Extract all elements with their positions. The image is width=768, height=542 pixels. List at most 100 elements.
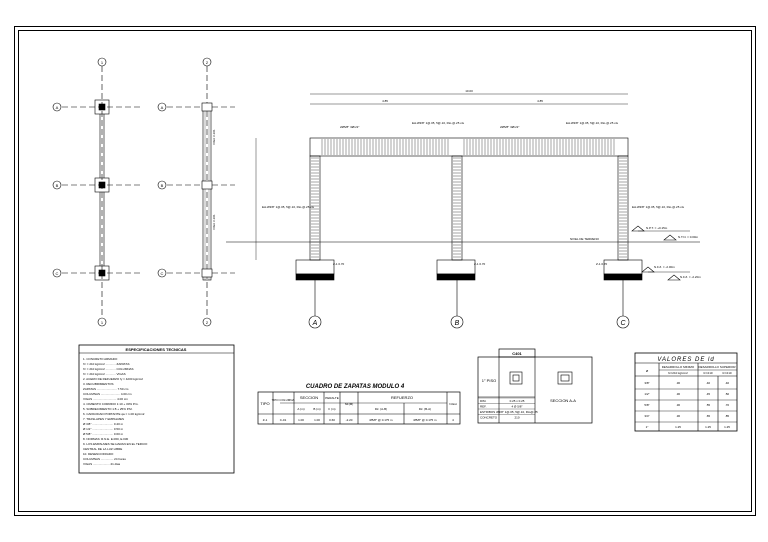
spec-line: 2. ACERO DE REFUERZO fy = 4200 kg/cm2 (83, 377, 143, 381)
vt-cell-min: .30 (676, 414, 681, 418)
beam-plan-label-top: VIGA V-101 (212, 129, 216, 145)
footing-plan-b (94, 177, 110, 193)
ft-h-seccion: SECCION (300, 395, 318, 400)
vt-cell-sup1: .45 (706, 392, 711, 396)
beam-plan-col-b (201, 180, 213, 190)
spec-line: COLUMNAS ....................... 4.00 cm (83, 392, 132, 396)
vt-cell-sup2: .85 (725, 414, 730, 418)
spec-line: 8. NORMAS: R.N.E. E.060, E.030 (83, 437, 129, 441)
vt-cell-diam: 3/4" (644, 414, 649, 418)
footing-a-base (295, 273, 335, 281)
axis-b-mid-label: B (161, 183, 164, 188)
axis-bubble-bottom-mid (202, 317, 212, 327)
axis-bubble-bottom-mid-label: 2 (206, 320, 209, 325)
beam-plan-label-bottom: VIGA V-101 (212, 214, 216, 230)
ct-row-value: Ø3/8" 1@.05, 5@.10, Rto@.25 (496, 410, 538, 414)
ct-row-label: CONCRETO (480, 416, 498, 420)
footing-table-cell: 1.00 (314, 418, 320, 422)
column-note-left: Est.Ø3/8" 1@.05, 5@.10, Rto.@.25 c/e (262, 205, 315, 209)
footing-table-cell: -2.20 (346, 418, 353, 422)
ct-section-core (512, 374, 520, 382)
vt-h-min: DESARROLLO MINIMO (662, 365, 695, 369)
footing-plan-c (94, 265, 110, 281)
axis-a-mid-label: A (161, 105, 164, 110)
axis-bubble-c-mid (157, 268, 167, 278)
vt-frame (634, 352, 738, 432)
column-plan-b (98, 181, 106, 189)
ct-row-value: 0.25 x 0.25 (510, 399, 525, 403)
axis-b-left-label: B (56, 183, 59, 188)
column-b-elevation (451, 155, 463, 261)
vt-sh-3: fc=210 (722, 371, 731, 375)
footing-b-elevation (436, 259, 476, 275)
ft-sh-h: h (m) (329, 407, 336, 411)
dim-top-text: 10.00 (465, 89, 473, 93)
column-note-right: Est.Ø3/8" 1@.05, 5@.10, Rto.@.25 c/e (632, 205, 685, 209)
drawing-inner-border (18, 30, 752, 512)
spec-line: Ø 1/2" ......................... 0.50 m (83, 427, 124, 431)
axis-a-left-label: A (56, 105, 59, 110)
specs-box: ESPECIFICACIONES TECNICAS 1. CONCRETO AR… (78, 344, 235, 474)
ntn-marker (663, 234, 677, 241)
axis-c-mid-label: C (161, 271, 164, 276)
footing-table-frame (257, 391, 461, 425)
beam-callout-right: 2Ø5/8" 3Ø1/2" (500, 125, 519, 129)
ct-row-value: 4 Ø 5/8" (512, 405, 523, 409)
ft-sh-ba: Dir. (B-A) (419, 407, 431, 411)
vt-cell-sup1: .65 (706, 414, 711, 418)
vt-h-sup: DESARROLLO SUPERIOR (698, 365, 736, 369)
ct-row-label: REF. (480, 405, 487, 409)
axis-bubble-top-left (97, 57, 107, 67)
spec-line: ZAPATAS ........................ 7.50 cm (83, 387, 129, 391)
specs-frame (78, 344, 235, 474)
vt-cell-sup1: .40 (706, 381, 711, 385)
dim-right-span: 4.85 (537, 99, 543, 103)
ct-header: C401 (512, 351, 522, 356)
footing-plan-a (94, 99, 110, 115)
spec-line: f'c = 210 kg/cm2 ............ ZAPATAS (83, 362, 130, 366)
nfz-label-2: N.F.Z. = -2.20m (680, 275, 701, 279)
specs-lines: 1. CONCRETO ARMADO f'c = 210 kg/cm2 ....… (83, 357, 148, 466)
vt-h-diam: Ø (646, 369, 649, 373)
beam-note-left: Est.Ø3/8" 1@.05, 5@.10, Rto.@.25 c/e (412, 121, 465, 125)
footing-table-cell: Z-1 (263, 418, 268, 422)
ct-section-label: SECCION A-A (550, 398, 576, 403)
footing-a-tag: Z-1 0.70 (333, 262, 345, 266)
column-c-elevation (617, 155, 629, 261)
vt-cell-sup2: 1.25 (724, 425, 730, 429)
ct-section-aa (557, 371, 573, 385)
ct-row-label: ESTRIBOS (480, 410, 495, 414)
ft-h-refuerzo: REFUERZO (391, 395, 413, 400)
plan-middle: 2 2 A B C VIGA V-101 VIGA V-101 (157, 57, 235, 327)
column-plan-a (98, 103, 106, 111)
npt-marker (631, 225, 645, 232)
footing-a-elevation (295, 259, 335, 275)
spec-line: f'c = 210 kg/cm2 ............ VIGAS (83, 372, 126, 376)
footing-b-tag: Z-1 0.70 (474, 262, 486, 266)
ft-h-tipo: TIPO (260, 401, 269, 406)
footing-c-elevation (603, 259, 643, 275)
vt-cell-sup2: .40 (725, 381, 730, 385)
ft-h-peralte: PERALTE (325, 396, 338, 400)
spec-line: 6. CAPACIDAD PORTANTE qa = 1.00 kg/cm2 (83, 412, 145, 416)
axis-bubble-top-left-label: 1 (101, 60, 104, 65)
axis-bubble-top-mid (202, 57, 212, 67)
ct-floor: 1° PISO (482, 378, 497, 383)
column-table: C401 1° PISO SECCION A-A DIM.0.25 x 0.25… (477, 348, 593, 424)
axis-c-left-label: C (56, 271, 59, 276)
beam-plan-col-c (201, 268, 213, 278)
ft-h-nf: NF(M) (345, 402, 354, 406)
ct-section-sketch (509, 371, 523, 385)
axis-bubble-a-left (52, 102, 62, 112)
vt-cell-diam: 3/8" (644, 381, 649, 385)
spec-line: CENTRAL DE LA LUZ LIBRE (83, 447, 122, 451)
axis-bubble-bottom-left-label: 1 (101, 320, 104, 325)
beam-elevation (309, 137, 629, 157)
footing-c-tag: Z-1 0.70 (596, 262, 608, 266)
spec-line: Ø 3/8" ......................... 0.40 m (83, 422, 124, 426)
nfz-label-1: N.F.Z. = -2.00m (654, 265, 675, 269)
ct-row-value: 210 (514, 416, 519, 420)
spec-line: 10. DESENCOFRADO (83, 452, 114, 456)
footing-table-title: CUADRO DE ZAPATAS MODULO 4 (306, 384, 405, 390)
